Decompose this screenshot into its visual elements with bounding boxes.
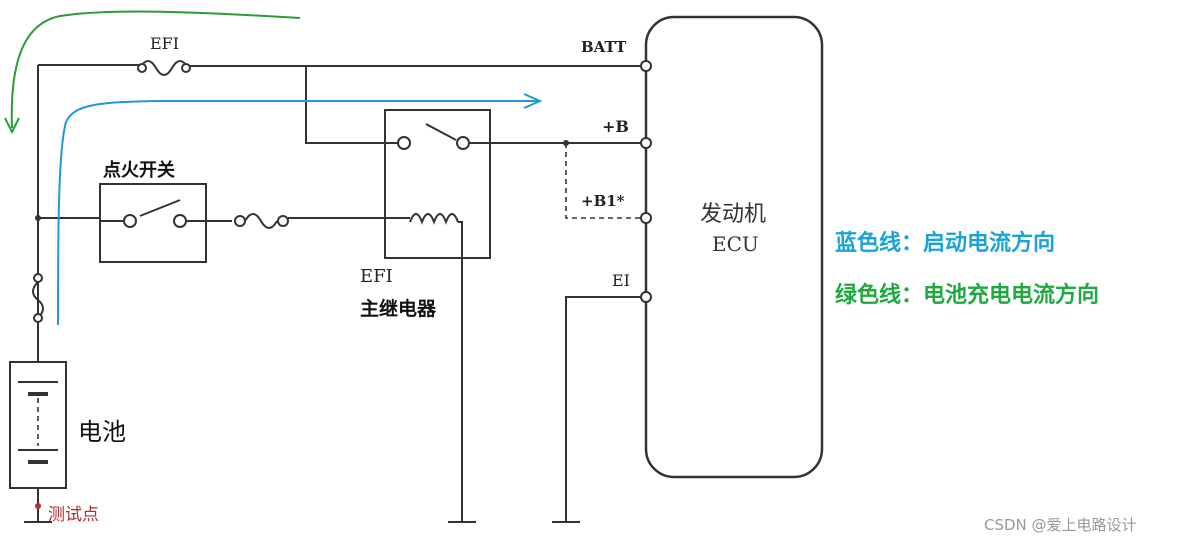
legend-blue: 蓝色线：启动电流方向 <box>835 231 1056 256</box>
legend-green: 绿色线：电池充电电流方向 <box>835 283 1100 308</box>
blue-arrowhead-icon <box>523 93 543 109</box>
plus-b1-terminal <box>640 212 652 224</box>
ecu-label-line1: 发动机 <box>700 202 767 227</box>
relay-box <box>384 109 491 259</box>
plus-b-terminal <box>640 137 652 149</box>
plus-b1-dashed-wire <box>565 143 646 219</box>
coil-ground-wire <box>458 221 463 522</box>
blue-current-line <box>57 100 540 326</box>
fuse-icon <box>139 60 189 76</box>
plus-b-label: +B <box>602 117 629 136</box>
relay-feed-wire <box>305 66 400 144</box>
fuse-terminal-left <box>137 63 147 73</box>
green-arrowhead-icon <box>4 117 20 135</box>
ignition-switch-label: 点火开关 <box>103 160 175 181</box>
plus-b1-label: +B1* <box>581 192 625 210</box>
watermark: CSDN @爱上电路设计 <box>984 516 1137 534</box>
ecu-label-line2: ECU <box>712 232 759 256</box>
switch-icon <box>425 123 457 141</box>
e1-ground-wire <box>565 296 646 522</box>
relay-coil-icon <box>409 213 459 225</box>
test-point-label: 测试点 <box>48 505 99 525</box>
relay-label-line2: 主继电器 <box>360 298 437 320</box>
ecu-box <box>644 15 824 479</box>
junction-dot <box>35 215 41 221</box>
fusible-link-terminal-top <box>33 273 43 283</box>
relay-switch-contact-right <box>456 136 470 150</box>
fuse2-terminal-left <box>234 215 246 227</box>
switch-icon <box>139 199 181 217</box>
ef1-fuse-label: EFI <box>150 34 180 53</box>
fuse-terminal-right <box>181 63 191 73</box>
e1-label: EI <box>612 271 630 290</box>
fuse-icon <box>32 281 44 319</box>
relay-label-line1: EFI <box>360 266 393 287</box>
ignition-contact-right <box>173 214 187 228</box>
battery-label: 电池 <box>78 418 126 446</box>
e1-terminal <box>640 291 652 303</box>
green-current-line <box>10 10 301 129</box>
fusible-link-terminal-bottom <box>33 313 43 323</box>
batt-terminal <box>640 60 652 72</box>
fuse-icon <box>244 213 278 229</box>
fuse2-terminal-right <box>277 215 289 227</box>
ignition-switch-box <box>99 183 207 263</box>
batt-label: BATT <box>581 38 627 56</box>
ignition-contact-left <box>123 214 137 228</box>
test-point-dot <box>35 503 41 509</box>
relay-switch-contact-left <box>397 136 411 150</box>
